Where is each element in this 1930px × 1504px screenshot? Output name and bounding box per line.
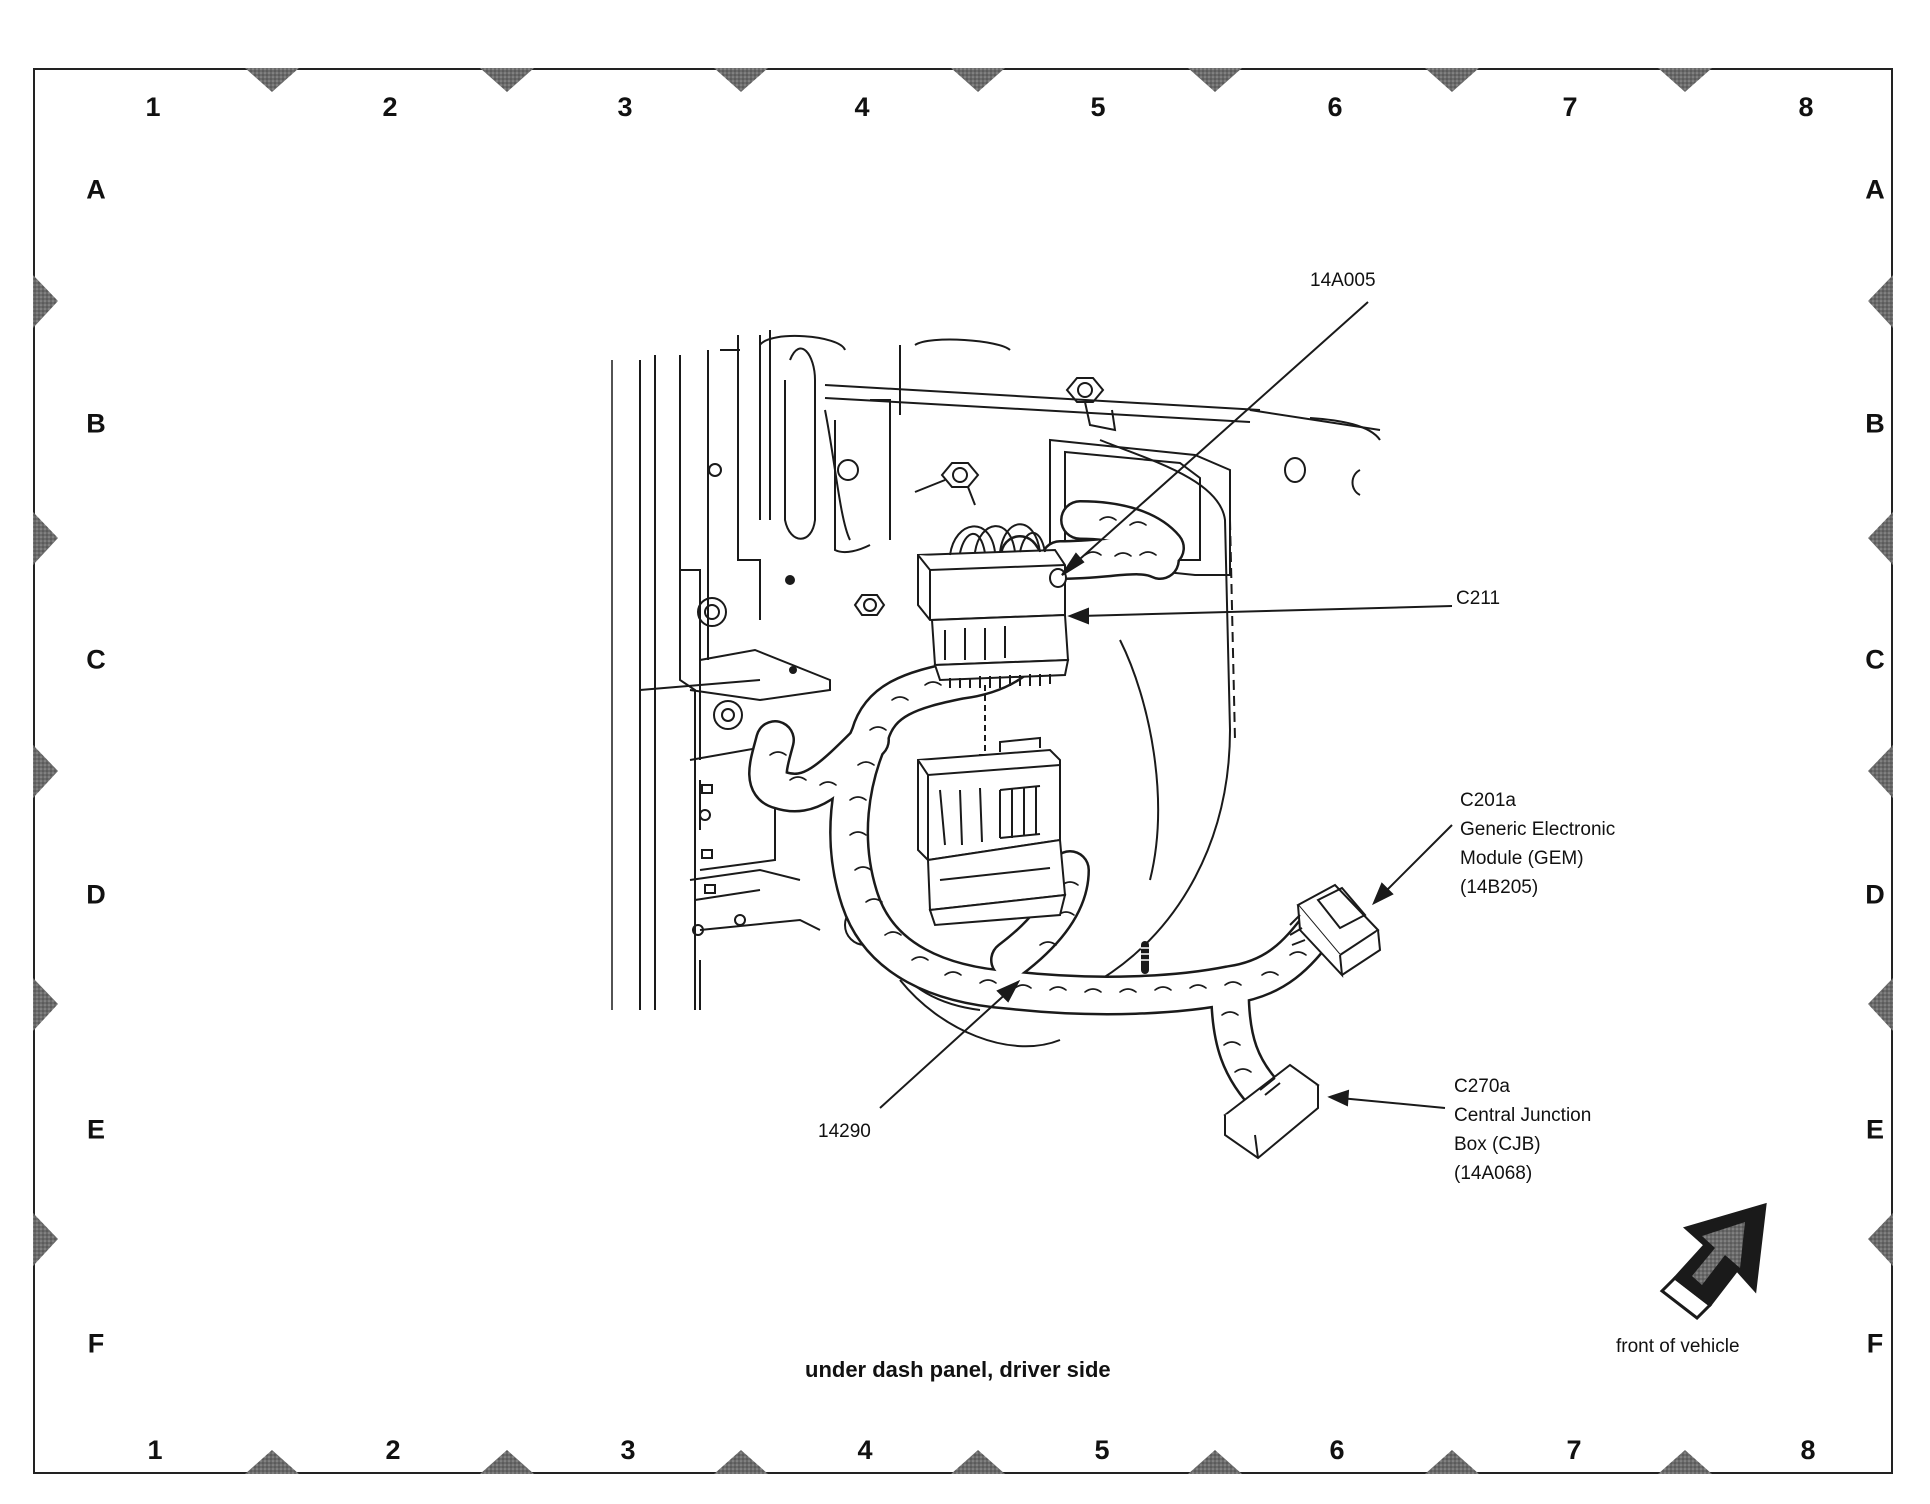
c270a-line1: Central Junction (1454, 1105, 1592, 1126)
grid-col-4-top: 4 (854, 92, 870, 122)
grid-row-c-right: C (1865, 644, 1885, 675)
c211-connector (917, 523, 1070, 776)
grid-markers-left (33, 275, 58, 1266)
diagram-caption: under dash panel, driver side (805, 1357, 1111, 1382)
callout-c270a: C270a Central Junction Box (CJB) (14A068… (1454, 1072, 1591, 1188)
callout-14a005: 14A005 (1310, 270, 1376, 291)
grid-col-8-bottom: 8 (1800, 1435, 1816, 1465)
grid-markers-bottom (245, 1450, 1712, 1474)
grid-col-6-bottom: 6 (1329, 1435, 1345, 1465)
c201a-connector (1289, 883, 1382, 978)
front-of-vehicle-arrow-icon (1659, 1202, 1767, 1320)
grid-col-5-top: 5 (1090, 92, 1106, 122)
callout-14290: 14290 (818, 1121, 871, 1142)
grid-col-4-bottom: 4 (857, 1435, 873, 1465)
grid-col-1-top: 1 (145, 92, 161, 122)
grid-col-5-bottom: 5 (1094, 1435, 1110, 1465)
grid-row-c-left: C (86, 644, 106, 675)
fasteners (692, 377, 1361, 946)
grid-row-f-right: F (1866, 1328, 1884, 1359)
grid-row-e-left: E (86, 1114, 106, 1145)
grid-row-d-left: D (86, 879, 106, 910)
front-of-vehicle-label: front of vehicle (1616, 1336, 1740, 1357)
grid-row-a-left: A (86, 174, 106, 205)
grid-row-a-right: A (1865, 174, 1885, 205)
grid-col-6-top: 6 (1327, 92, 1343, 122)
grid-row-b-right: B (1865, 408, 1885, 439)
c270a-id: C270a (1454, 1076, 1510, 1097)
callout-c201a: C201a Generic Electronic Module (GEM) (1… (1460, 786, 1615, 902)
c201a-line3: (14B205) (1460, 877, 1539, 898)
leader-lines (879, 301, 1453, 1109)
c270a-line2: Box (CJB) (1454, 1134, 1541, 1155)
grid-row-b-left: B (86, 408, 106, 439)
grid-col-3-top: 3 (617, 92, 633, 122)
grid-col-8-top: 8 (1798, 92, 1814, 122)
grid-row-e-right: E (1865, 1114, 1885, 1145)
c201a-line2: Module (GEM) (1460, 848, 1584, 869)
gem-module-block (917, 736, 1067, 927)
c201a-id: C201a (1460, 790, 1516, 811)
grid-col-1-bottom: 1 (147, 1435, 163, 1465)
grid-col-3-bottom: 3 (620, 1435, 636, 1465)
grid-markers-right (1868, 275, 1893, 1266)
callout-c211: C211 (1456, 588, 1501, 609)
grid-row-d-right: D (1865, 879, 1885, 910)
grid-col-7-bottom: 7 (1566, 1435, 1582, 1465)
grid-row-f-left: F (87, 1328, 105, 1359)
c270a-connector (1223, 1063, 1320, 1160)
grid-markers-top (245, 68, 1712, 92)
grid-col-7-top: 7 (1562, 92, 1578, 122)
grid-col-2-bottom: 2 (385, 1435, 401, 1465)
c270a-line3: (14A068) (1454, 1163, 1533, 1184)
c201a-line1: Generic Electronic (1460, 819, 1616, 840)
grid-col-2-top: 2 (382, 92, 398, 122)
